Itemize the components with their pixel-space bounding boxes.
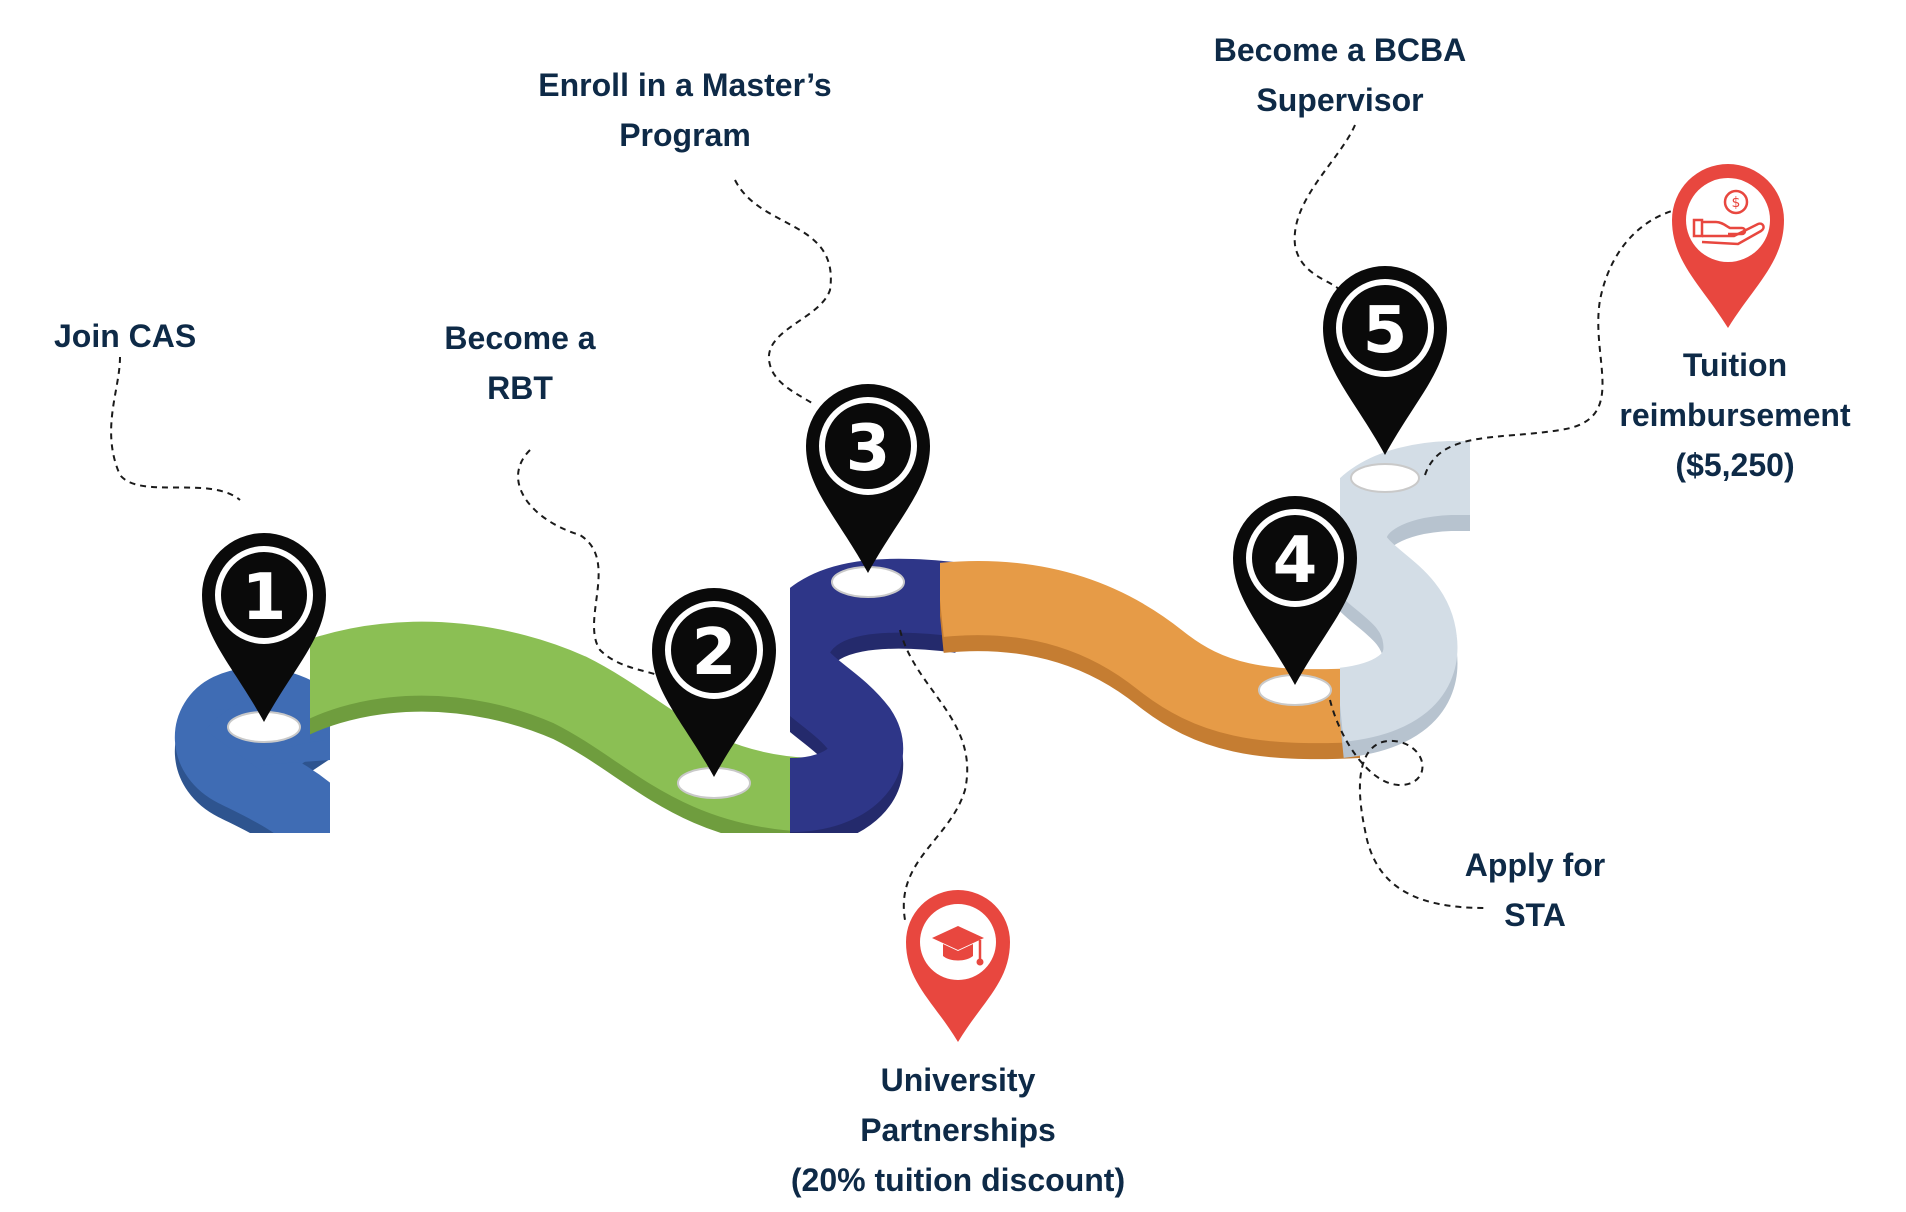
university-label-line-2: Partnerships — [860, 1112, 1056, 1148]
road-segment-light — [1340, 441, 1470, 758]
svg-text:$: $ — [1732, 195, 1741, 211]
step-5-label-line-2: Supervisor — [1256, 82, 1424, 118]
tuition-reimbursement-label: Tuition reimbursement ($5,250) — [1595, 340, 1875, 490]
step-3-label: Enroll in a Master’s Program — [515, 60, 855, 160]
step-3-label-line-1: Enroll in a Master’s — [538, 67, 832, 103]
step-4-pin: 4 — [1233, 496, 1357, 685]
step-1-label: Join CAS — [54, 311, 196, 361]
tuition-label-line-3: ($5,250) — [1675, 447, 1795, 483]
step-1-pin: 1 — [202, 533, 326, 722]
tuition-reimbursement-pin: $ — [1672, 164, 1784, 328]
step-3-pin: 3 — [806, 384, 930, 573]
connector-step-2 — [517, 449, 666, 679]
step-4-number: 4 — [1273, 524, 1318, 598]
connector-university — [899, 629, 969, 921]
step-2-label: Become a RBT — [420, 313, 620, 413]
step-4-label-line-1: Apply for — [1464, 847, 1606, 883]
step-5-label-line-1: Become a BCBA — [1213, 32, 1467, 68]
university-partnerships-label: University Partnerships (20% tuition dis… — [758, 1055, 1158, 1205]
connector-lines — [110, 124, 1676, 921]
step-2-pin: 2 — [652, 588, 776, 777]
tuition-label-line-2: reimbursement — [1619, 397, 1851, 433]
step-5-pin: 5 — [1323, 266, 1447, 455]
connector-step-5 — [1293, 124, 1356, 291]
pin-bases — [227, 463, 1420, 799]
step-2-number: 2 — [692, 616, 737, 690]
step-2-label-line-2: RBT — [487, 370, 553, 406]
step-5-label: Become a BCBA Supervisor — [1180, 25, 1500, 125]
university-label-line-1: University — [880, 1062, 1036, 1098]
connector-tuition — [1424, 209, 1676, 476]
road-segment-orange — [940, 561, 1360, 760]
road-segment-navy — [790, 558, 960, 833]
connector-step-3 — [734, 179, 832, 406]
step-4-label: Apply for STA — [1425, 840, 1645, 940]
step-4-label-line-2: STA — [1504, 897, 1566, 933]
university-partnership-pin — [906, 890, 1010, 1042]
graduation-cap-icon — [932, 926, 984, 966]
university-label-line-3: (20% tuition discount) — [790, 1162, 1126, 1198]
step-5-number: 5 — [1363, 294, 1408, 368]
step-3-number: 3 — [846, 412, 891, 486]
step-1-label-line-1: Join CAS — [54, 318, 197, 354]
step-2-label-line-1: Become a — [444, 320, 596, 356]
connector-step-4 — [1329, 699, 1486, 909]
step-1-number: 1 — [242, 561, 287, 635]
hand-coin-icon: $ — [1692, 189, 1765, 246]
tuition-label-line-1: Tuition — [1682, 347, 1788, 383]
step-3-label-line-2: Program — [619, 117, 751, 153]
connector-step-1 — [110, 356, 241, 501]
